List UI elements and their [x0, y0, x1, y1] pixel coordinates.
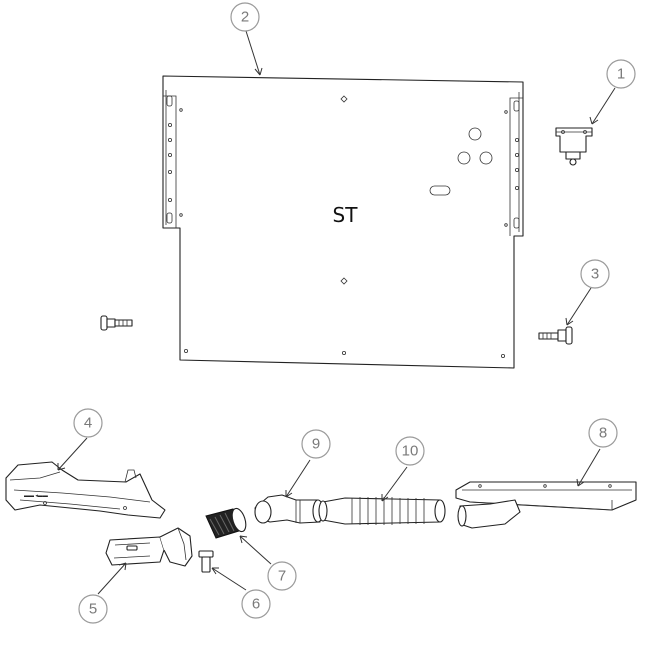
- callout-1: 1: [606, 59, 636, 89]
- callout-8: 8: [588, 418, 618, 448]
- elbow-connector: [254, 494, 324, 524]
- leader-lines: [57, 30, 616, 595]
- callout-6-label: 6: [252, 596, 260, 613]
- callout-4-label: 4: [84, 415, 92, 432]
- hood-shell: ▬▬ ◂▬▬: [5, 461, 166, 519]
- callout-9: 9: [301, 429, 331, 459]
- callout-1-label: 1: [617, 66, 625, 83]
- base-tray: [455, 481, 637, 529]
- callout-7: 7: [267, 561, 297, 591]
- callout-8-label: 8: [599, 425, 607, 442]
- svg-text:▬▬ ◂▬▬: ▬▬ ◂▬▬: [24, 493, 48, 499]
- callout-5-label: 5: [89, 601, 97, 618]
- handle-clip: [105, 527, 193, 567]
- callout-3-label: 3: [591, 266, 599, 283]
- callout-4: 4: [73, 408, 103, 438]
- mounting-plate: ST: [162, 75, 524, 369]
- right-bolt: [538, 326, 573, 345]
- callout-10: 10: [395, 436, 425, 466]
- callout-3: 3: [580, 259, 610, 289]
- callout-2-label: 2: [241, 9, 249, 26]
- callout-10-label: 10: [402, 443, 419, 460]
- callout-9-label: 9: [312, 436, 320, 453]
- small-pin: [198, 550, 214, 573]
- left-bolt: [100, 315, 133, 331]
- callout-6: 6: [241, 589, 271, 619]
- callout-5: 5: [78, 594, 108, 624]
- callout-2: 2: [230, 2, 260, 32]
- flex-hose: [318, 497, 446, 525]
- plate-marking: ST: [333, 203, 359, 227]
- ribbed-sleeve: [205, 507, 247, 539]
- top-right-bracket: [555, 127, 593, 166]
- callout-7-label: 7: [278, 568, 286, 585]
